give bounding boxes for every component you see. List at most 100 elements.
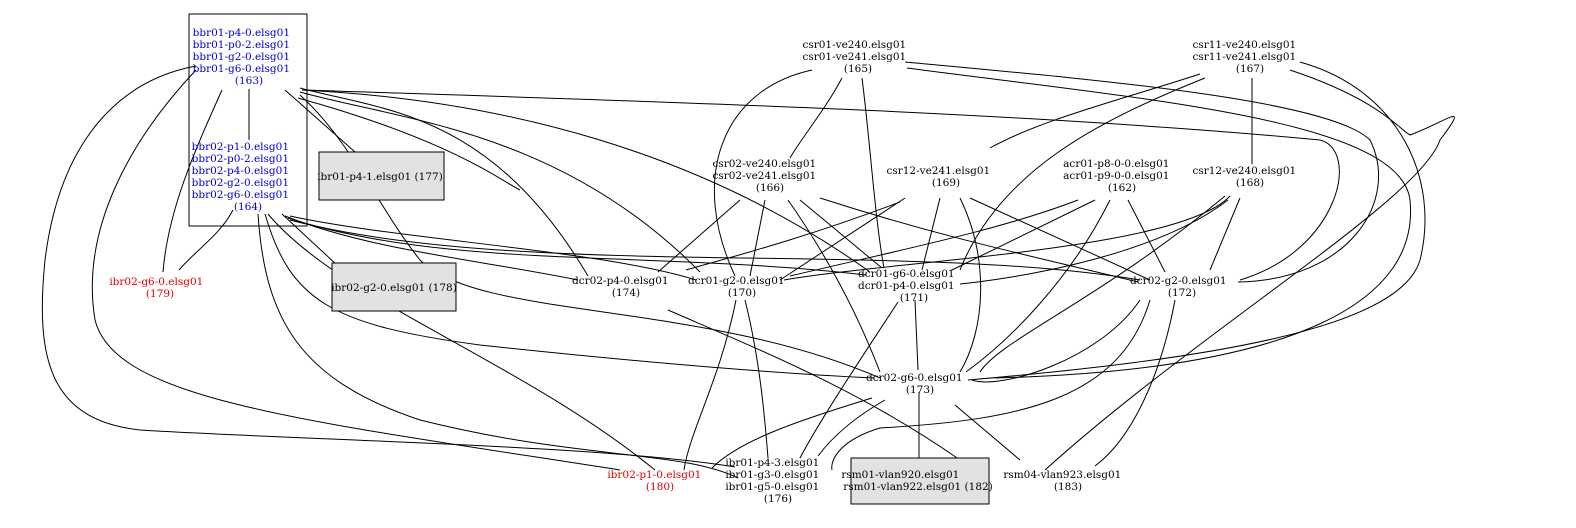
- node-label-line: csr02-ve241.elsg01: [712, 170, 816, 182]
- edge: [744, 299, 769, 459]
- node-id: (180): [646, 481, 674, 493]
- node-id: (183): [1054, 481, 1082, 493]
- node-label-line: dcr02-p4-0.elsg01: [572, 275, 669, 287]
- edge: [789, 199, 1079, 277]
- edge: [799, 199, 883, 269]
- edge: [831, 299, 1151, 471]
- edges: [41, 13, 1455, 479]
- node-164[interactable]: bbr02-p1-0.elsg01 bbr02-p0-2.elsg01 bbr0…: [192, 141, 293, 213]
- node-176[interactable]: ibr01-p4-3.elsg01 ibr01-g3-0.elsg01 ibr0…: [725, 457, 822, 505]
- node-id: (176): [764, 493, 792, 505]
- node-label-line: csr02-ve240.elsg01: [712, 158, 816, 170]
- svg-text:csr12-ve240.elsg01 (16: csr12-ve240.elsg01 (168): [1192, 165, 1299, 189]
- node-label-line: ibr01-p4-1.elsg01 (177): [317, 171, 443, 183]
- svg-text:ibr02-p1-0.elsg01 (180: ibr02-p1-0.elsg01 (180): [607, 469, 704, 493]
- edge: [861, 77, 885, 269]
- node-label-line: bbr01-g6-0.elsg01: [193, 63, 290, 75]
- edge: [297, 97, 521, 191]
- node-label-line: bbr01-p0-2.elsg01: [193, 39, 290, 51]
- node-171[interactable]: dcr01-g6-0.elsg01 dcr01-p4-0.elsg01 (171…: [858, 268, 958, 304]
- node-label-line: csr01-ve241.elsg01: [802, 51, 906, 63]
- edge: [299, 87, 589, 277]
- svg-text:csr12-ve241.elsg01 (16: csr12-ve241.elsg01 (169): [886, 165, 993, 189]
- edge: [1209, 197, 1241, 271]
- edge: [954, 404, 1021, 461]
- node-174[interactable]: dcr02-p4-0.elsg01 (174): [572, 275, 672, 299]
- edge: [914, 299, 919, 371]
- edge: [162, 89, 223, 273]
- node-label-line: ibr02-g2-0.elsg01 (178): [331, 282, 457, 294]
- svg-text:csr01-ve240.elsg01 csr: csr01-ve240.elsg01 csr01-ve241.elsg01 (1…: [802, 39, 909, 75]
- node-label-line: bbr02-g2-0.elsg01: [192, 177, 289, 189]
- edge: [783, 195, 1231, 281]
- edge: [989, 73, 1201, 149]
- node-170[interactable]: dcr01-g2-0.elsg01 (170): [688, 275, 788, 299]
- edge: [289, 215, 697, 281]
- edge: [178, 209, 234, 271]
- svg-text:dcr01-g6-0.elsg01 dcr0: dcr01-g6-0.elsg01 dcr01-p4-0.elsg01 (171…: [858, 268, 958, 304]
- node-183[interactable]: rsm04-vlan923.elsg01 (183): [1003, 469, 1124, 493]
- node-id: (162): [1108, 182, 1136, 194]
- node-177[interactable]: ibr01-p4-1.elsg01 (177): [317, 151, 445, 201]
- edge: [1127, 199, 1166, 273]
- node-label-line: csr12-ve241.elsg01: [886, 165, 990, 177]
- node-label-line: dcr02-g6-0.elsg01: [866, 372, 963, 384]
- node-label-line: dcr01-p4-0.elsg01: [858, 280, 955, 292]
- edge: [667, 309, 961, 461]
- node-id: (169): [932, 177, 960, 189]
- edge: [965, 199, 1111, 373]
- edge: [979, 195, 1226, 373]
- node-172[interactable]: dcr02-g2-0.elsg01 (172): [1130, 275, 1230, 299]
- edge: [41, 65, 736, 468]
- edge: [299, 91, 701, 273]
- node-179[interactable]: ibr02-g6-0.elsg01 (179): [109, 276, 206, 300]
- edge: [799, 301, 899, 459]
- node-label-line: ibr01-g5-0.elsg01: [725, 481, 819, 493]
- node-label-line: ibr02-g6-0.elsg01: [109, 276, 203, 288]
- node-label-line: rsm04-vlan923.elsg01: [1003, 469, 1121, 481]
- node-169[interactable]: csr12-ve241.elsg01 (169): [886, 165, 993, 189]
- node-173[interactable]: dcr02-g6-0.elsg01 (173): [866, 372, 966, 396]
- edge: [967, 61, 1426, 381]
- node-label-line: bbr02-p0-2.elsg01: [192, 153, 289, 165]
- svg-text:ibr01-p4-1.elsg01 (177): ibr01-p4-1.elsg01 (177): [317, 171, 443, 183]
- edge: [657, 199, 741, 273]
- edge: [1044, 69, 1455, 471]
- edge: [789, 77, 843, 159]
- node-165[interactable]: csr01-ve240.elsg01 csr01-ve241.elsg01 (1…: [802, 39, 909, 75]
- node-label-line: csr01-ve240.elsg01: [802, 39, 906, 51]
- edge: [301, 89, 871, 273]
- node-167[interactable]: csr11-ve240.elsg01 csr11-ve241.elsg01 (1…: [1192, 39, 1299, 75]
- node-id: (166): [756, 182, 784, 194]
- node-label-line: acr01-p8-0-0.elsg01: [1063, 158, 1169, 170]
- node-id: (170): [728, 287, 756, 299]
- edge: [959, 77, 1206, 271]
- node-182[interactable]: rsm01-vlan920.elsg01 rsm01-vlan922.elsg0…: [841, 457, 993, 505]
- node-label-line: dcr02-g2-0.elsg01: [1130, 275, 1227, 287]
- node-162[interactable]: acr01-p8-0-0.elsg01 acr01-p9-0-0.elsg01 …: [1063, 158, 1173, 194]
- node-label-line: rsm01-vlan922.elsg01 (182): [843, 481, 993, 493]
- node-label-line: acr01-p9-0-0.elsg01: [1063, 170, 1169, 182]
- edge: [714, 69, 813, 277]
- node-166[interactable]: csr02-ve240.elsg01 csr02-ve241.elsg01 (1…: [712, 158, 819, 194]
- node-label-line: ibr01-p4-3.elsg01: [725, 457, 819, 469]
- edge: [287, 217, 867, 276]
- node-id: (164): [234, 201, 262, 213]
- node-178[interactable]: ibr02-g2-0.elsg01 (178): [331, 262, 457, 312]
- node-180[interactable]: ibr02-p1-0.elsg01 (180): [607, 469, 704, 493]
- node-168[interactable]: csr12-ve240.elsg01 (168): [1192, 165, 1299, 189]
- node-163[interactable]: bbr01-p4-0.elsg01 bbr01-p0-2.elsg01 bbr0…: [193, 27, 294, 87]
- svg-text:dcr02-p4-0.elsg01 (174: dcr02-p4-0.elsg01 (174): [572, 275, 672, 299]
- node-label-line: bbr02-p1-0.elsg01: [192, 141, 289, 153]
- svg-text:dcr02-g2-0.elsg01 (172: dcr02-g2-0.elsg01 (172): [1130, 275, 1230, 299]
- node-label-line: dcr01-g6-0.elsg01: [858, 268, 955, 280]
- node-box: [850, 457, 990, 505]
- edge: [921, 197, 941, 271]
- svg-text:dcr01-g2-0.elsg01 (170: dcr01-g2-0.elsg01 (170): [688, 275, 788, 299]
- svg-text:bbr01-p4-0.elsg01 bbr0: bbr01-p4-0.elsg01 bbr01-p0-2.elsg01 bbr0…: [193, 27, 294, 87]
- node-id: (165): [844, 63, 872, 75]
- svg-text:bbr02-p1-0.elsg01 bbr0: bbr02-p1-0.elsg01 bbr02-p0-2.elsg01 bbr0…: [192, 141, 293, 213]
- svg-text:csr02-ve240.elsg01 csr: csr02-ve240.elsg01 csr02-ve241.elsg01 (1…: [712, 158, 819, 194]
- node-id: (173): [906, 384, 934, 396]
